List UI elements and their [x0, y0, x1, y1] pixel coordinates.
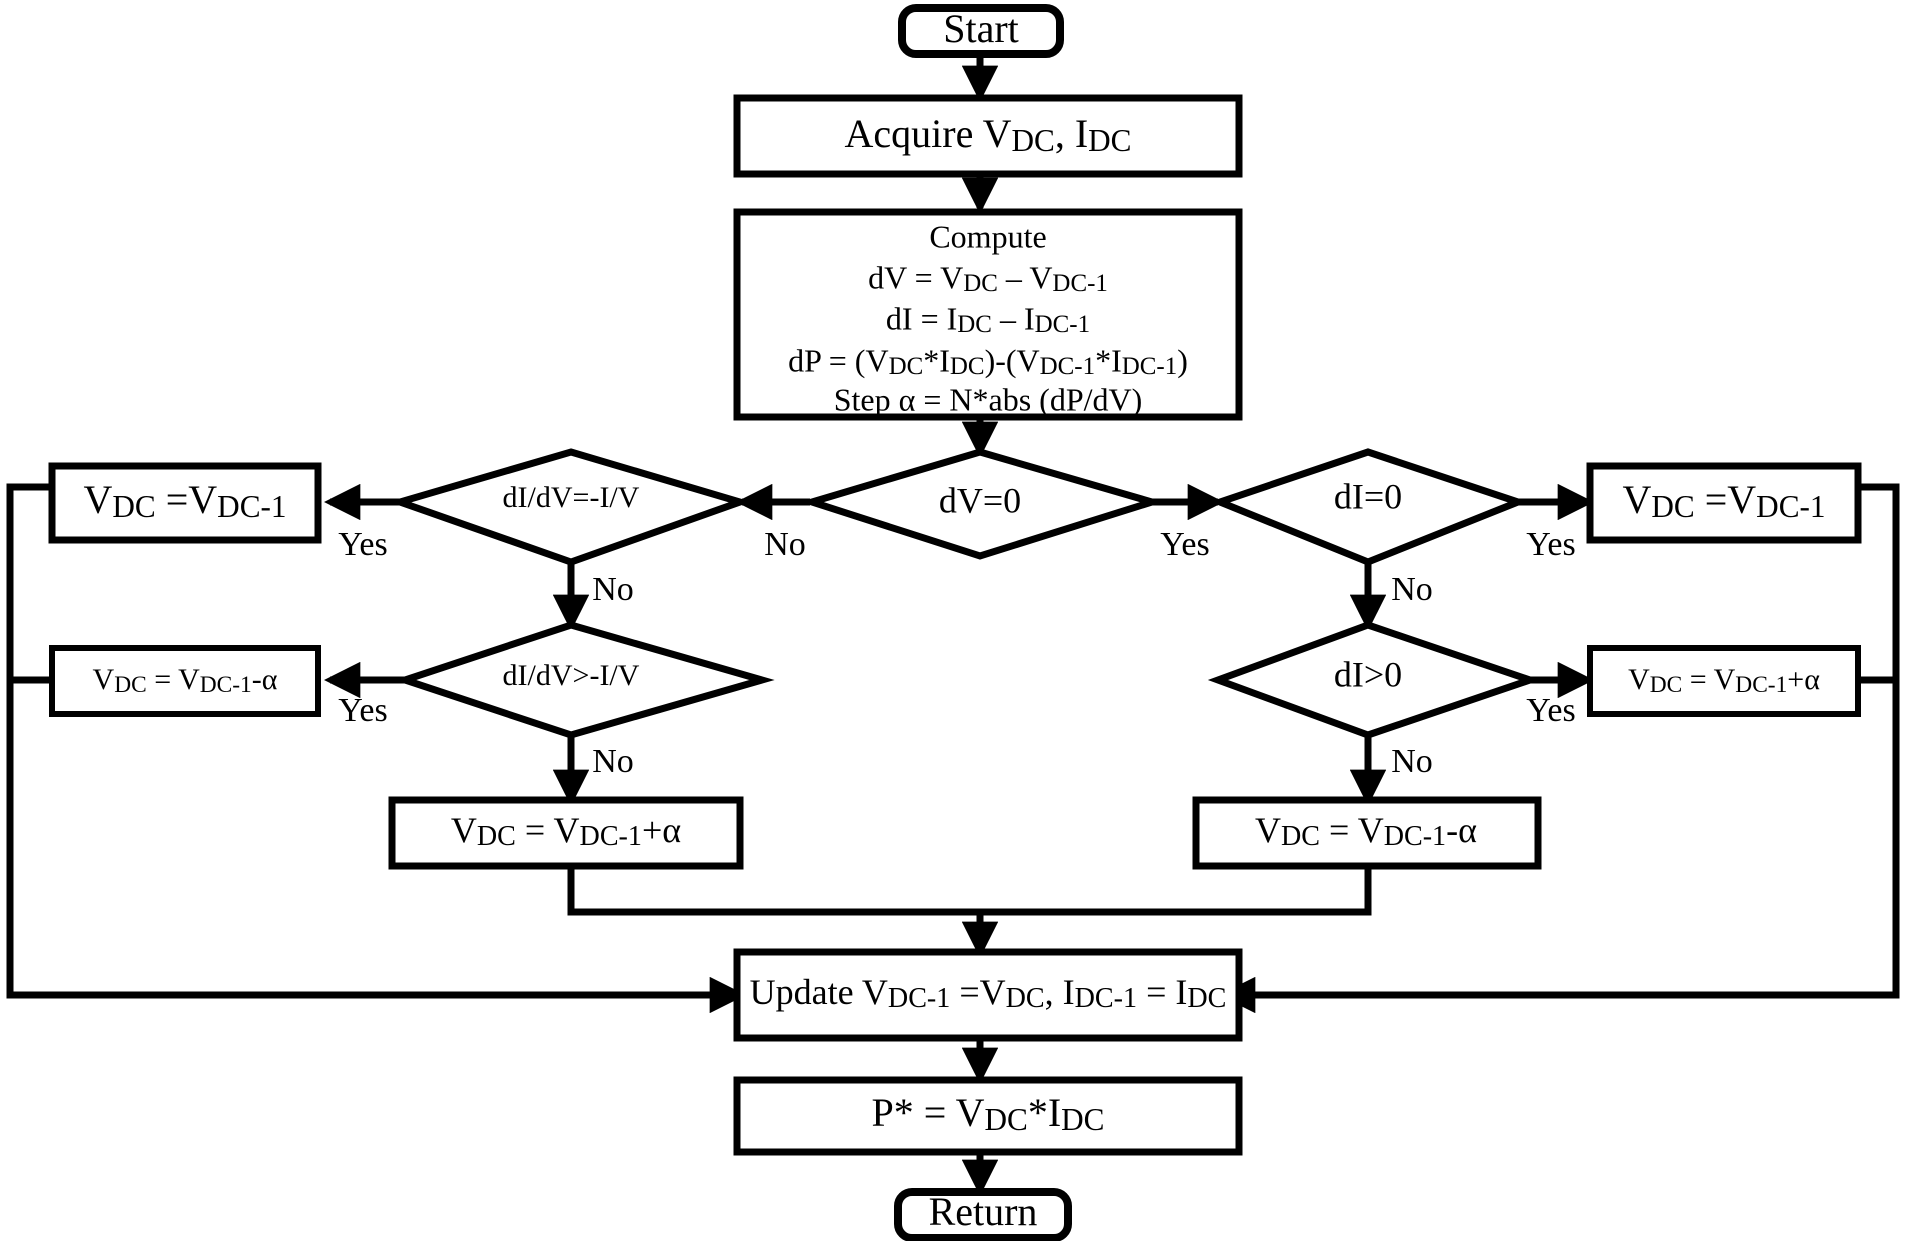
acquire-shape	[733, 94, 1243, 178]
node-update[interactable]: Update VDC-1 =VDC, IDC-1 = IDC	[733, 948, 1243, 1042]
didv-gt-shape	[393, 621, 775, 739]
return-shape	[894, 1188, 1072, 1241]
edge-label-di0-yes: Yes	[1526, 526, 1575, 563]
node-decision-didv-gt[interactable]: dI/dV>-I/V	[393, 621, 775, 739]
node-left-inc[interactable]: VDC = VDC-1+α	[388, 796, 744, 870]
di-zero-shape	[1209, 448, 1529, 566]
compute-shape	[733, 208, 1243, 421]
di-zero-label: dI=0	[1334, 476, 1402, 516]
node-compute[interactable]: Compute dV = VDC – VDC-1 dI = IDC – IDC-…	[733, 208, 1243, 421]
right-keep-label: VDC =VDC-1	[1623, 477, 1826, 524]
start-shape	[898, 4, 1064, 58]
node-pstar[interactable]: P* = VDC*IDC	[733, 1076, 1243, 1156]
node-return[interactable]: Return	[894, 1188, 1072, 1241]
dv-zero-shape	[800, 448, 1165, 560]
node-right-keep[interactable]: VDC =VDC-1	[1586, 462, 1862, 544]
right-inc-shape	[1587, 645, 1861, 717]
edge-label-dv0-no: No	[764, 526, 806, 563]
return-label: Return	[929, 1189, 1038, 1234]
node-decision-di-gt-zero[interactable]: dI>0	[1207, 621, 1541, 739]
di-gt-zero-label: dI>0	[1334, 654, 1402, 694]
didv-eq-label: dI/dV=-I/V	[503, 481, 640, 514]
update-label: Update VDC-1 =VDC, IDC-1 = IDC	[750, 972, 1227, 1014]
left-inc-shape	[388, 796, 744, 870]
edge-label-di-gt-no: No	[1391, 743, 1433, 780]
left-dec-shape	[49, 645, 321, 717]
didv-eq-shape	[388, 448, 752, 566]
edge-left-inc-to-update	[567, 865, 999, 959]
pstar-shape	[733, 1076, 1243, 1156]
right-dec-shape	[1192, 796, 1542, 870]
acquire-label: Acquire VDC, IDC	[845, 111, 1132, 158]
edge-right-keep-feedback-rail	[1218, 483, 1900, 1014]
node-decision-dv-zero[interactable]: dV=0	[800, 448, 1165, 560]
node-decision-didv-eq[interactable]: dI/dV=-I/V	[388, 448, 752, 566]
compute-heading: Compute	[929, 218, 1046, 254]
node-acquire[interactable]: Acquire VDC, IDC	[733, 94, 1243, 178]
node-left-keep[interactable]: VDC =VDC-1	[48, 462, 322, 544]
node-right-inc[interactable]: VDC = VDC-1+α	[1587, 645, 1861, 717]
edge-label-didv-eq-no: No	[592, 571, 634, 608]
edge-label-didv-eq-yes: Yes	[338, 526, 387, 563]
dv-zero-label: dV=0	[939, 480, 1021, 520]
update-shape	[733, 948, 1243, 1042]
node-decision-di-zero[interactable]: dI=0	[1209, 448, 1529, 566]
edge-right-dec-to-update	[980, 865, 1372, 916]
compute-line-dp: dP = (VDC*IDC)-(VDC-1*IDC-1)	[788, 342, 1188, 380]
start-label: Start	[943, 6, 1019, 51]
compute-line-step: Step α = N*abs (dP/dV)	[834, 381, 1143, 417]
edge-label-dv0-yes: Yes	[1160, 526, 1209, 563]
di-gt-zero-shape	[1207, 621, 1541, 739]
left-keep-shape	[48, 462, 322, 544]
pstar-label: P* = VDC*IDC	[872, 1090, 1105, 1137]
edge-label-didv-gt-yes: Yes	[338, 692, 387, 729]
left-keep-label: VDC =VDC-1	[84, 477, 287, 524]
left-inc-label: VDC = VDC-1+α	[451, 810, 681, 852]
right-dec-label: VDC = VDC-1-α	[1255, 810, 1477, 852]
left-dec-label: VDC = VDC-1-α	[93, 663, 278, 698]
right-keep-shape	[1586, 462, 1862, 544]
right-inc-label: VDC = VDC-1+α	[1628, 663, 1820, 698]
edge-label-di-gt-yes: Yes	[1526, 692, 1575, 729]
node-start[interactable]: Start	[898, 4, 1064, 58]
node-right-dec[interactable]: VDC = VDC-1-α	[1192, 796, 1542, 870]
didv-gt-label: dI/dV>-I/V	[503, 659, 640, 692]
edge-label-didv-gt-no: No	[592, 743, 634, 780]
edge-left-keep-feedback-rail	[6, 483, 747, 1014]
edge-label-di0-no: No	[1391, 571, 1433, 608]
node-left-dec[interactable]: VDC = VDC-1-α	[49, 645, 321, 717]
